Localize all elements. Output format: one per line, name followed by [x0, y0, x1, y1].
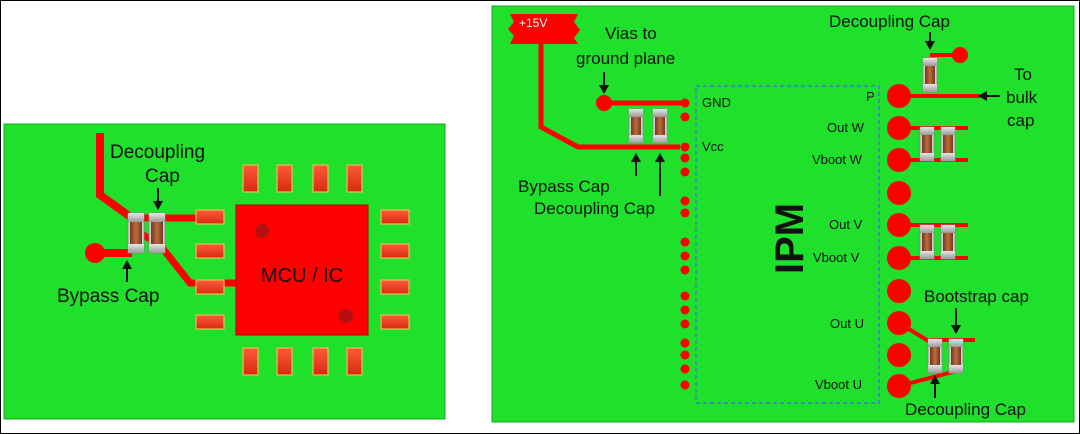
pin-vboot-v: Vboot V	[813, 250, 860, 265]
v-decoupling-capacitor	[940, 224, 956, 260]
pin-gnd: GND	[702, 95, 731, 110]
left-board: MCU / IC Decoupling Cap Bypass Cap	[3, 123, 446, 420]
bypass-label: Bypass Cap	[518, 177, 610, 196]
ipm-left-pins	[680, 98, 690, 390]
vias-arrow-head	[599, 85, 609, 94]
trace-supply	[96, 133, 135, 222]
ground-via	[596, 95, 612, 111]
pin-vcc: Vcc	[702, 139, 724, 154]
decoupling-label-line1: Decoupling	[110, 142, 205, 163]
pin-out-u: Out U	[830, 316, 864, 331]
w-bootstrap-capacitor	[919, 126, 935, 162]
decoupling-capacitor	[148, 212, 166, 254]
decoupling-arrow-head	[655, 153, 665, 162]
pin-vboot-w: Vboot W	[812, 152, 863, 167]
decoupling-arrow-head	[153, 201, 163, 210]
supply-label: +15V	[519, 16, 547, 30]
pin-vboot-u: Vboot U	[815, 377, 862, 392]
supply-flag	[508, 14, 580, 44]
chip-label: MCU / IC	[261, 265, 343, 287]
to-bulk-label-line3: cap	[1007, 111, 1034, 130]
top-decoupling-arrow-head	[925, 41, 935, 50]
pin-out-v: Out V	[829, 217, 863, 232]
bootstrap-label: Bootstrap cap	[924, 287, 1029, 306]
bypass-capacitor	[628, 108, 644, 144]
pin-out-w: Out W	[827, 120, 865, 135]
decoupling-label-line2: Cap	[145, 166, 180, 187]
decoupling-via	[952, 47, 968, 63]
top-decoupling-capacitor	[922, 57, 938, 93]
bottom-decoupling-arrow-head	[930, 375, 940, 384]
vias-label-line2: ground plane	[576, 49, 675, 68]
bypass-arrow-head	[122, 260, 132, 269]
to-bulk-arrow-head	[978, 91, 987, 101]
ipm-label: IPM	[768, 203, 812, 274]
bottom-decoupling-label: Decoupling Cap	[905, 400, 1026, 419]
vias-label-line1: Vias to	[605, 24, 657, 43]
ipm-outline	[695, 85, 880, 404]
to-bulk-label-line1: To	[1014, 65, 1032, 84]
chip-marker	[339, 309, 353, 323]
via	[85, 243, 105, 263]
w-decoupling-capacitor	[940, 126, 956, 162]
u-bootstrap-capacitor	[948, 338, 964, 374]
bypass-capacitor	[127, 212, 145, 254]
right-board: +15V Vias to ground plane Bypass Cap Dec…	[491, 5, 1075, 423]
bypass-arrow-head	[631, 153, 641, 162]
pin1-marker	[255, 224, 269, 238]
to-bulk-label-line2: bulk	[1006, 88, 1038, 107]
decoupling-label: Decoupling Cap	[534, 199, 655, 218]
bootstrap-arrow-head	[951, 325, 961, 334]
v-bootstrap-capacitor	[919, 224, 935, 260]
chip-pads	[195, 164, 410, 376]
pin-p: P	[866, 89, 875, 104]
u-decoupling-capacitor	[927, 338, 943, 374]
decoupling-capacitor	[652, 108, 668, 144]
bypass-label: Bypass Cap	[57, 286, 159, 307]
top-decoupling-label: Decoupling Cap	[829, 12, 950, 31]
trace-vcc	[538, 44, 680, 150]
